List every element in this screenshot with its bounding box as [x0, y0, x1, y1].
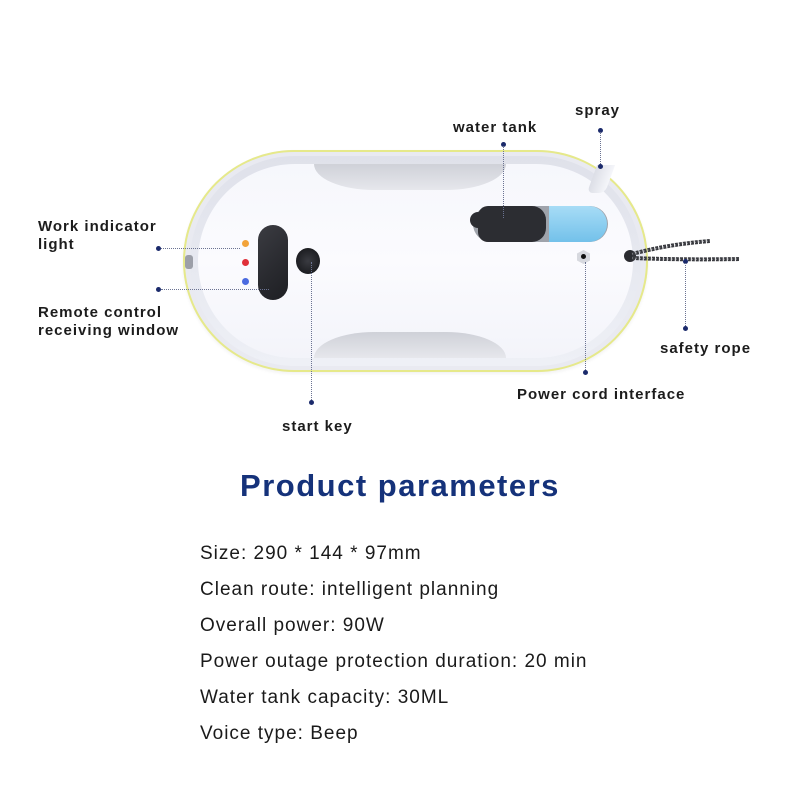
- callout-leader-line: [600, 132, 601, 164]
- callout-spray: spray: [575, 102, 621, 119]
- callout-work-indicator-line2: light: [38, 236, 75, 253]
- param-power-outage-protection: Power outage protection duration: 20 min: [200, 651, 588, 672]
- callout-safety-rope: safety rope: [660, 340, 752, 357]
- callout-dot: [683, 259, 688, 264]
- callout-work-indicator-line1: Work indicator: [38, 218, 157, 235]
- callout-leader-line: [503, 146, 504, 218]
- callout-dot: [598, 128, 603, 133]
- indicator-led-red: [242, 259, 249, 266]
- bottom-handle-slot: [314, 332, 506, 358]
- water-tank-water: [549, 206, 607, 242]
- callout-work-indicator: Work indicator light: [38, 218, 157, 254]
- callout-leader-line: [161, 248, 240, 249]
- indicator-led-orange: [242, 240, 249, 247]
- callout-remote-line2: receiving window: [38, 322, 180, 339]
- section-title: Product parameters: [240, 468, 560, 503]
- callout-power-cord: Power cord interface: [517, 386, 686, 403]
- top-handle-slot: [314, 164, 506, 190]
- start-key-button: [296, 248, 320, 274]
- param-overall-power: Overall power: 90W: [200, 615, 385, 636]
- callout-leader-line: [685, 263, 686, 328]
- callout-water-tank: water tank: [453, 119, 538, 136]
- param-clean-route: Clean route: intelligent planning: [200, 579, 500, 600]
- callout-remote-line1: Remote control: [38, 304, 163, 321]
- param-water-tank-capacity: Water tank capacity: 30ML: [200, 687, 450, 708]
- callout-dot: [683, 326, 688, 331]
- indicator-led-blue: [242, 278, 249, 285]
- callout-leader-line: [161, 289, 269, 290]
- callout-start-key: start key: [282, 418, 353, 435]
- callout-dot: [583, 370, 588, 375]
- param-voice-type: Voice type: Beep: [200, 723, 359, 744]
- water-tank-cover: [478, 206, 546, 242]
- callout-dot: [156, 246, 161, 251]
- callout-remote-control: Remote control receiving window: [38, 304, 179, 340]
- safety-rope-icon: [624, 239, 741, 262]
- callout-leader-line: [585, 262, 586, 370]
- remote-receiving-window: [258, 225, 288, 300]
- param-size: Size: 290 * 144 * 97mm: [200, 543, 422, 564]
- callout-leader-line: [311, 262, 312, 400]
- callout-dot: [501, 142, 506, 147]
- callout-dot: [309, 400, 314, 405]
- callout-dot: [156, 287, 161, 292]
- power-cord-port-hole: [581, 254, 586, 259]
- side-port: [185, 255, 193, 269]
- callout-dot: [598, 164, 603, 169]
